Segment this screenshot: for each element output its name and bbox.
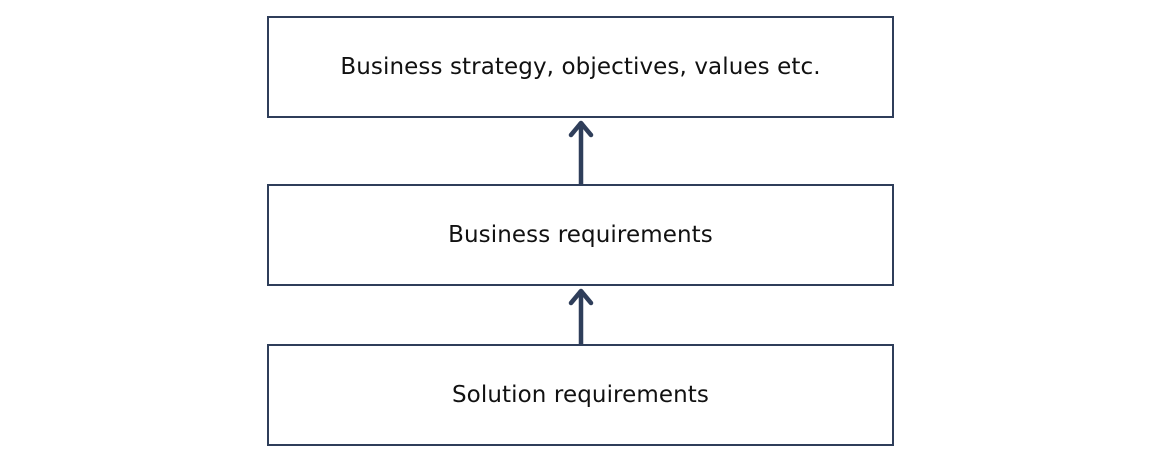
up-arrow-icon — [568, 120, 594, 184]
arrow-solution-to-business — [566, 286, 596, 344]
arrow-business-to-strategy — [566, 118, 596, 184]
up-arrow-icon — [568, 288, 594, 344]
node-label: Solution requirements — [451, 382, 709, 408]
node-business-requirements: Business requirements — [267, 184, 894, 286]
node-label: Business requirements — [448, 222, 713, 248]
arrow-head — [568, 288, 594, 306]
node-business-strategy: Business strategy, objectives, values et… — [267, 16, 894, 118]
node-label: Business strategy, objectives, values et… — [340, 54, 821, 80]
arrow-head — [568, 120, 594, 138]
node-solution-requirements: Solution requirements — [267, 344, 894, 446]
